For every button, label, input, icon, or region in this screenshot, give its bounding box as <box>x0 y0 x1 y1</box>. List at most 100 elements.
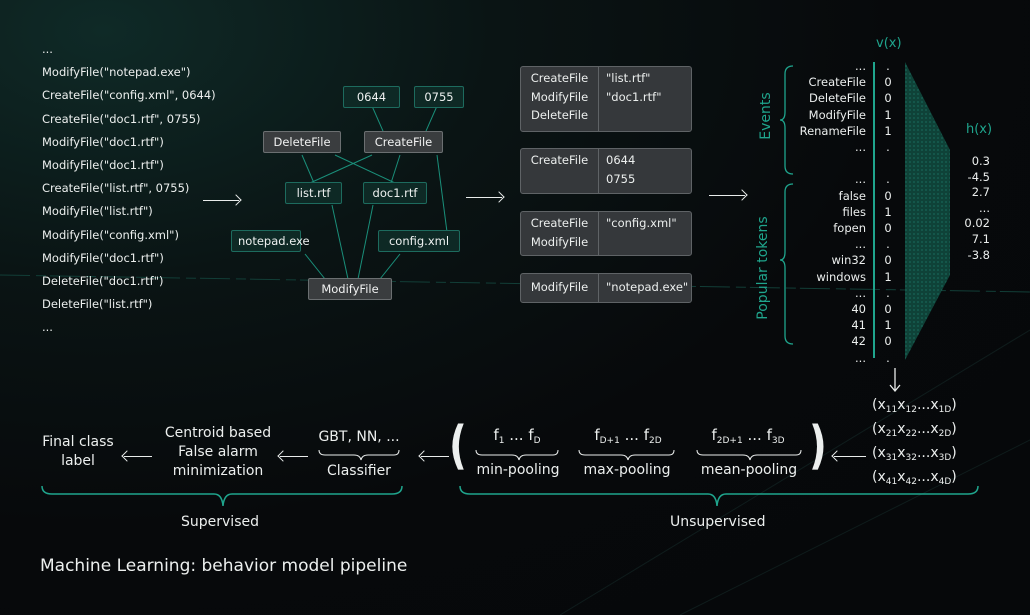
max-brace-icon <box>578 449 675 461</box>
supervised-label: Supervised <box>181 514 259 530</box>
min-pooling-label: min-pooling <box>476 462 560 478</box>
group-args: "notepad.exe" <box>606 280 689 294</box>
edge-createfile-config <box>436 154 448 233</box>
log-line: CreateFile("config.xml", 0644) <box>42 88 216 103</box>
supervised-brace-icon <box>41 485 403 507</box>
vector-feature-name: ... <box>855 237 866 252</box>
unsupervised-label: Unsupervised <box>670 514 766 530</box>
events-brace-icon <box>779 65 794 175</box>
edge-createfile-list <box>309 154 373 184</box>
vector-feature-value: . <box>886 59 890 73</box>
final-line: label <box>61 453 95 469</box>
node-perm-0644: 0644 <box>343 86 400 108</box>
min-pool-features: f1 ... fD <box>493 426 541 446</box>
vector-feature-name: windows <box>816 269 866 284</box>
embedding-value: ... <box>979 200 990 215</box>
vector-feature-name: CreateFile <box>808 75 866 90</box>
vector-feature-value: 1 <box>884 318 892 333</box>
vector-feature-value: 0 <box>884 302 892 317</box>
vector-feature-name: ... <box>855 140 866 155</box>
arrow-right-icon <box>709 195 745 196</box>
mean-pool-features: f2D+1 ... f3D <box>711 426 785 446</box>
vector-feature-value: 0 <box>884 334 892 349</box>
group-events: ModifyFile <box>521 274 599 302</box>
vector-title: v(x) <box>876 36 902 51</box>
matrix-row: (x11x12...x1D) <box>872 397 957 415</box>
log-line: ModifyFile("doc1.rtf") <box>42 250 164 265</box>
node-notepad-exe: notepad.exe <box>231 230 310 252</box>
log-line: ModifyFile("list.rtf") <box>42 204 153 219</box>
group-box-perms: CreateFile 0644 0755 <box>520 148 692 194</box>
log-line: CreateFile("doc1.rtf", 0755) <box>42 111 201 126</box>
classifier-label: Classifier <box>327 463 391 479</box>
max-pooling-label: max-pooling <box>583 462 671 478</box>
edge-0644-createfile <box>371 105 384 132</box>
vector-feature-name: ... <box>855 59 866 73</box>
vector-feature-name: files <box>842 204 866 219</box>
vector-divider <box>873 62 875 358</box>
vector-feature-value: 1 <box>884 107 892 122</box>
min-brace-icon <box>475 449 559 461</box>
log-line: ModifyFile("config.xml") <box>42 227 179 242</box>
group-events: CreateFile <box>521 149 599 193</box>
group-box-config: CreateFile ModifyFile "config.xml" <box>520 211 692 256</box>
mean-pooling-label: mean-pooling <box>700 462 798 478</box>
unsupervised-brace-icon <box>459 485 979 507</box>
classifier-brace-icon <box>318 449 400 461</box>
group-args: "list.rtf" "doc1.rtf" <box>606 71 662 104</box>
edge-deletefile-doc1 <box>334 154 396 184</box>
node-deletefile: DeleteFile <box>263 131 341 153</box>
node-doc1-rtf: doc1.rtf <box>363 182 427 204</box>
embedding-value: 7.1 <box>971 231 990 246</box>
embedding-title: h(x) <box>966 122 993 137</box>
centroid-line: Centroid based <box>164 425 272 441</box>
node-perm-0755: 0755 <box>414 86 464 108</box>
diagram-caption: Machine Learning: behavior model pipelin… <box>40 556 408 576</box>
vector-feature-value: 0 <box>884 253 892 268</box>
embedding-value: 2.7 <box>971 185 990 200</box>
open-paren: ( <box>448 416 467 476</box>
edge-config-modify <box>379 253 401 280</box>
vector-feature-value: 0 <box>884 221 892 236</box>
log-line: CreateFile("list.rtf", 0755) <box>42 181 190 196</box>
vector-feature-name: ... <box>855 350 866 365</box>
vector-feature-name: DeleteFile <box>808 91 866 106</box>
arrow-left-icon <box>421 456 449 457</box>
log-line: DeleteFile("doc1.rtf") <box>42 274 164 289</box>
vector-feature-name: false <box>838 188 866 203</box>
matrix-row: (x41x42...x4D) <box>872 469 957 487</box>
log-line: ModifyFile("doc1.rtf") <box>42 158 164 173</box>
vector-feature-name: fopen <box>833 221 866 236</box>
arrow-left-icon <box>280 456 308 457</box>
group-args: 0644 0755 <box>606 153 636 186</box>
centroid-line: minimization <box>172 463 264 479</box>
arrow-right-icon <box>466 197 502 198</box>
node-modifyfile: ModifyFile <box>308 278 392 300</box>
embedding-value: -4.5 <box>967 169 990 184</box>
arrow-left-icon <box>124 456 152 457</box>
vector-feature-value: . <box>886 172 890 187</box>
node-config-xml: config.xml <box>378 230 460 252</box>
vector-feature-value: . <box>886 237 890 252</box>
vector-feature-value: 1 <box>884 204 892 219</box>
group-args: "config.xml" <box>606 216 677 230</box>
vector-feature-name: ... <box>855 172 866 187</box>
arrow-down-icon <box>889 368 901 393</box>
edge-list-modify <box>331 204 349 280</box>
vector-feature-name: RenameFile <box>799 123 866 138</box>
matrix-row: (x21x22...x2D) <box>872 421 957 439</box>
embedding-matrix: (x11x12...x1D)(x21x22...x2D)(x31x32...x3… <box>872 396 957 492</box>
vector-feature-value: . <box>886 285 890 300</box>
log-line: ... <box>42 42 53 56</box>
embedding-funnel <box>905 62 950 360</box>
vector-feature-value: . <box>886 140 890 155</box>
edge-notepad-modify <box>304 253 326 280</box>
mean-brace-icon <box>696 449 802 461</box>
